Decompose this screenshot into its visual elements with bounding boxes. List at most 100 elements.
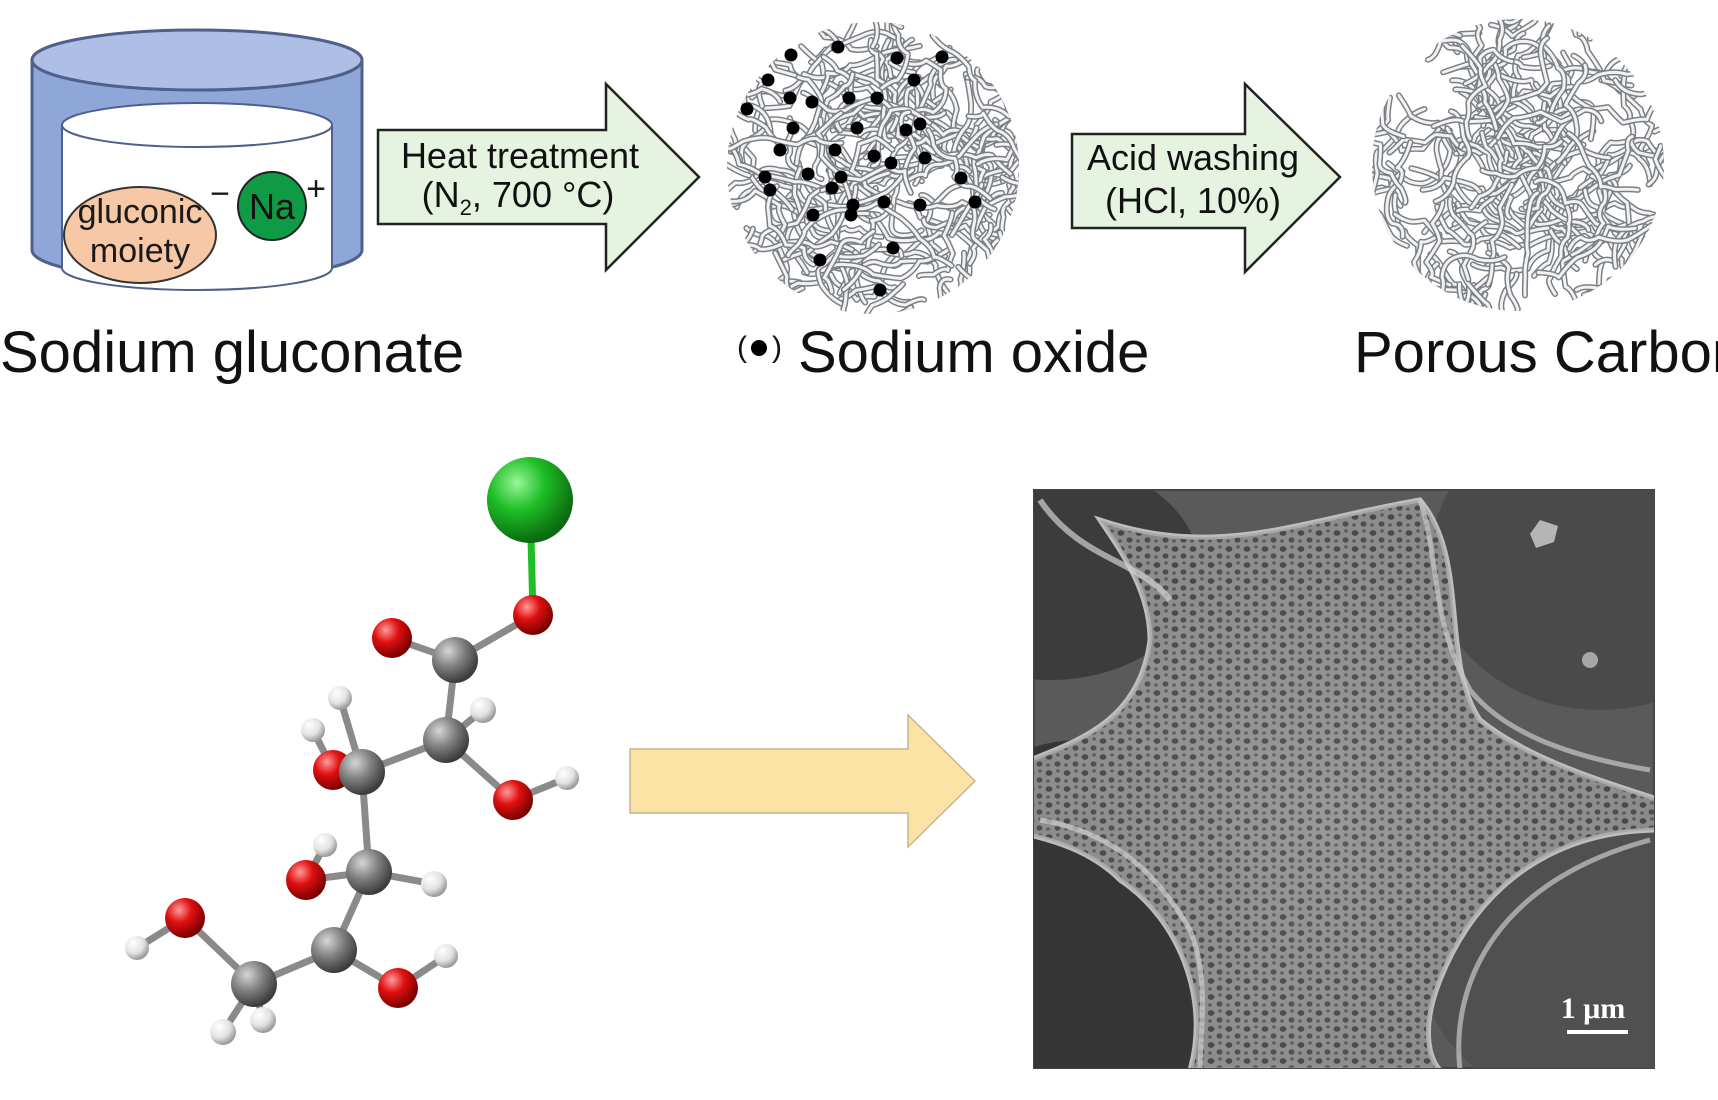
carbon-strand-core	[873, 22, 910, 90]
carbon-with-sodium-oxide	[727, 22, 1019, 314]
carbon-strand-core	[924, 181, 974, 258]
carbon-strand-core	[895, 22, 940, 38]
sodium-oxide-particle	[740, 102, 754, 116]
heat-treatment-arrow: Heat treatment (N2, 700 °C)	[376, 80, 701, 274]
carbon-strand-core	[907, 122, 999, 181]
hydrogen-atom	[301, 718, 325, 742]
carbon-strand-core	[816, 243, 881, 305]
carbon-strand	[1391, 19, 1463, 41]
carbon-atom	[346, 849, 392, 895]
hydrogen-atom	[470, 697, 496, 723]
carbon-strand-core	[801, 91, 908, 121]
carbon-strand-core	[1388, 133, 1471, 155]
carbon-strand-core	[840, 282, 905, 314]
sodium-oxide-particle	[913, 117, 927, 131]
sodium-oxide-particle	[867, 149, 881, 163]
scale-bar-label: 1 μm	[1561, 992, 1626, 1025]
container-rim	[30, 28, 364, 92]
carbon-strand-core	[727, 22, 780, 67]
carbon-strand-core	[727, 286, 804, 314]
legend-paren-left: (	[737, 331, 747, 364]
sodium-oxide-particle	[954, 171, 968, 185]
acid-washing-line1: Acid washing	[1087, 137, 1299, 178]
sodium-oxide-legend: ( )	[737, 331, 782, 364]
carbon-strand-core	[1560, 248, 1592, 311]
carbon-strand-core	[1496, 108, 1603, 140]
carbon-strand-core	[1545, 19, 1592, 41]
heat-treatment-line2: (N2, 700 °C)	[422, 174, 615, 220]
label-sodium-gluconate: Sodium gluconate	[0, 320, 464, 385]
sem-micrograph: 1 μm	[1033, 489, 1655, 1069]
sodium-oxide-particle	[813, 253, 827, 267]
carbon-strand-core	[820, 255, 938, 280]
carbon-strand-core	[1432, 58, 1510, 128]
hydrogen-atom	[328, 686, 352, 710]
sodium-oxide-particle	[899, 123, 913, 137]
sodium-oxide-particle	[844, 208, 858, 222]
sodium-oxide-particle	[828, 143, 842, 157]
carbon-strand-core	[913, 88, 953, 186]
hydrogen-atom	[434, 944, 458, 968]
carbon-strand	[727, 285, 806, 314]
carbon-strand-core	[1619, 19, 1664, 78]
carbon-strand-core	[1534, 178, 1621, 232]
carbon-strand-core	[926, 128, 992, 201]
sodium-oxide-particle	[884, 156, 898, 170]
carbon-strand-core	[1653, 144, 1664, 216]
sodium-oxide-particle	[870, 91, 884, 105]
carbon-strand-core	[1424, 200, 1452, 287]
carbon-strand-core	[1006, 207, 1019, 314]
acid-washing-line2: (HCl, 10%)	[1105, 180, 1281, 221]
carbon-strand-core	[1536, 224, 1637, 279]
oxygen-atom	[378, 968, 418, 1008]
gluconic-moiety-oval	[63, 186, 217, 284]
carbon-strand	[1652, 142, 1664, 218]
hydrogen-atom	[250, 1007, 276, 1033]
carbon-strand-core	[1434, 109, 1471, 203]
oxygen-atom	[372, 618, 412, 658]
na-label: Na	[249, 186, 296, 227]
sodium-oxide-particle	[806, 208, 820, 222]
carbon-atom	[423, 717, 469, 763]
sodium-oxide-particle	[918, 151, 932, 165]
hydrogen-atom	[313, 833, 337, 857]
carbon-strand-core	[1486, 251, 1527, 311]
sodium-oxide-particle	[877, 195, 891, 209]
gluconic-moiety-line1: gluconic	[78, 193, 203, 231]
carbon-strand-core	[906, 59, 948, 114]
carbon-strand-core	[1621, 75, 1659, 158]
sodium-oxide-legend-dot	[751, 340, 767, 356]
gluconic-moiety-line2: moiety	[90, 232, 190, 270]
carbon-strand-core	[1547, 197, 1572, 296]
carbon-strand-core	[1372, 96, 1392, 179]
carbon-strand-core	[850, 136, 894, 198]
carbon-strand-core	[1448, 197, 1476, 281]
oxygen-atom	[513, 595, 553, 635]
sodium-oxide-particle	[758, 170, 772, 184]
carbon-strand	[1009, 119, 1019, 204]
carbon-strand-core	[1385, 140, 1412, 239]
sodium-oxide-particle	[850, 121, 864, 135]
carbon-strand-core	[1397, 94, 1463, 177]
na-circle	[237, 171, 307, 241]
carbon-strand-core	[1489, 19, 1554, 121]
carbon-network-1	[727, 22, 1019, 314]
carbon-strand-core	[847, 201, 954, 268]
sodium-gluconate-molecule	[125, 457, 579, 1045]
carbon-strand-core	[727, 167, 805, 199]
carbon-strand	[1618, 19, 1664, 79]
carbon-strand-core	[1000, 175, 1019, 222]
sodium-atom	[487, 457, 573, 543]
carbon-strand-core	[797, 161, 880, 217]
porous-carbon-network	[1372, 19, 1664, 311]
carbon-strand	[894, 22, 942, 40]
carbon-strand-core	[1460, 44, 1488, 141]
hydrogen-atom	[210, 1019, 236, 1045]
carbon-atom	[231, 961, 277, 1007]
carbon-strand-core	[727, 136, 843, 151]
carbon-strand-core	[1421, 173, 1520, 197]
carbon-strand-core	[1580, 70, 1664, 94]
sodium-oxide-particle	[786, 121, 800, 135]
carbon-strand-core	[1480, 131, 1533, 209]
process-arrow	[629, 713, 977, 849]
